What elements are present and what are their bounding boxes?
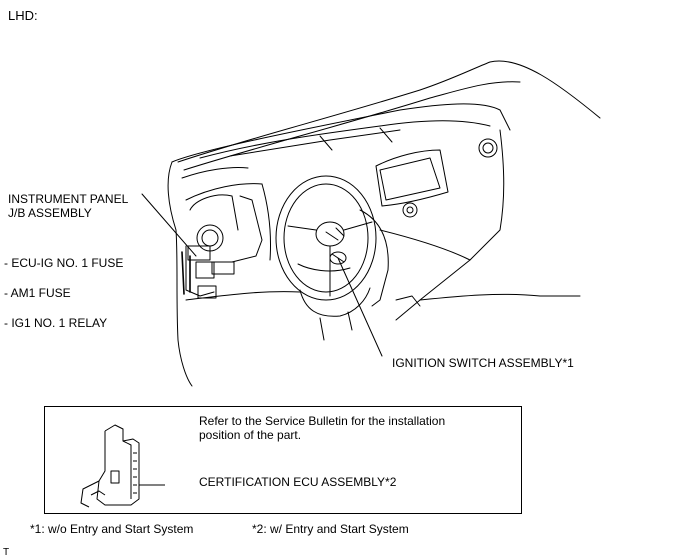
certification-ecu-illustration [80, 424, 165, 508]
dash-left [167, 161, 193, 387]
dash-top-edge [199, 120, 491, 159]
jb-assembly-label-line1: INSTRUMENT PANEL [8, 192, 129, 206]
inset-note-line1: Refer to the Service Bulletin for the in… [199, 414, 446, 428]
footnote-1: *1: w/o Entry and Start System [30, 522, 194, 536]
windshield-outline [177, 60, 601, 163]
certification-ecu-inset: Refer to the Service Bulletin for the in… [44, 406, 522, 514]
dash-top [171, 103, 511, 163]
figure-code: T [3, 547, 10, 558]
ignition-leader [337, 257, 383, 357]
jb-leader [141, 193, 197, 257]
ignition-switch-label: IGNITION SWITCH ASSEMBLY*1 [392, 356, 574, 370]
jb-assembly-label-line2: J/B ASSEMBLY [8, 206, 92, 220]
steering-wheel [275, 175, 377, 301]
inset-note-line2: position of the part. [199, 428, 302, 442]
certification-ecu-label: CERTIFICATION ECU ASSEMBLY*2 [199, 475, 397, 489]
ecu-ig-fuse-label: - ECU-IG NO. 1 FUSE [4, 256, 124, 270]
dash-right [395, 129, 505, 321]
am1-fuse-label: - AM1 FUSE [4, 286, 71, 300]
variant-label: LHD: [8, 8, 38, 23]
ig1-relay-label: - IG1 NO. 1 RELAY [4, 316, 108, 330]
center-console [359, 209, 389, 307]
windshield-inner [183, 81, 521, 171]
center-display [379, 157, 441, 201]
footnote-2: *2: w/ Entry and Start System [252, 522, 409, 536]
